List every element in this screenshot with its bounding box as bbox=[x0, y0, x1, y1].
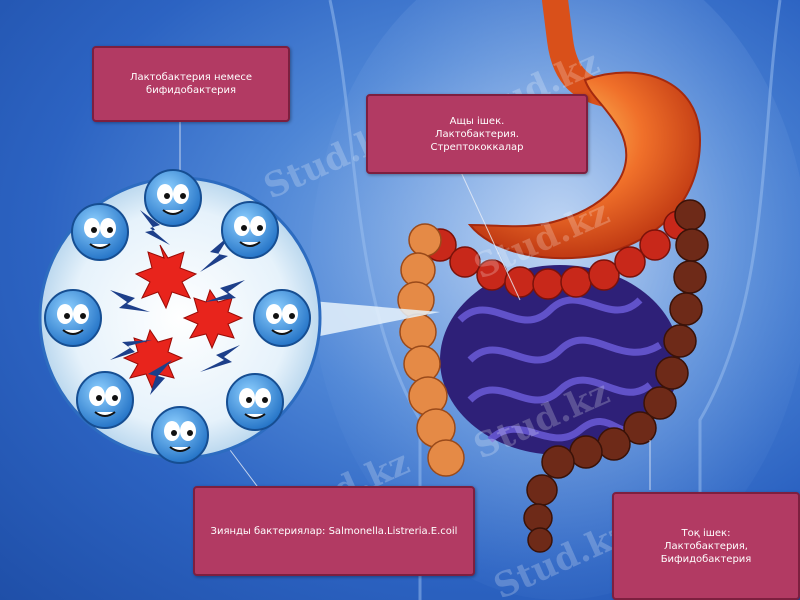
bacterium bbox=[253, 289, 311, 347]
large-intestine-label-line: Лактобактерия, bbox=[664, 540, 748, 552]
large-intestine-label-line: Тоқ ішек: bbox=[681, 527, 731, 539]
lightning-bolts bbox=[110, 210, 245, 395]
descending-colon bbox=[523, 199, 709, 553]
bacterium bbox=[221, 201, 279, 259]
bacterium bbox=[226, 373, 284, 431]
small-intestine-label-line: Ащы ішек. bbox=[449, 115, 505, 127]
stomach bbox=[467, 71, 702, 260]
bacterium bbox=[144, 169, 202, 227]
probiotics-label-line: Лактобактерия немесе bbox=[129, 72, 253, 83]
small-intestine-label-line: Стрептококкалар bbox=[430, 141, 524, 153]
small-intestine-label: Ащы ішек. Лактобактерия. Стрептококкалар bbox=[366, 94, 588, 174]
bacterium bbox=[71, 203, 129, 261]
probiotics-label-line: бифидобактерия bbox=[146, 85, 236, 96]
good-bacteria bbox=[44, 169, 311, 464]
small-intestine bbox=[440, 265, 680, 455]
magnifier-pointer bbox=[300, 300, 440, 340]
large-intestine-label-line: Бифидобактерия bbox=[660, 553, 752, 565]
bacterium bbox=[44, 289, 102, 347]
pointer-lines bbox=[179, 120, 651, 491]
large-intestine-label: Тоқ ішек: Лактобактерия, Бифидобактерия bbox=[612, 492, 800, 600]
harmful-bacteria-label-text: Зиянды бактериялар: Salmonella.Listreria… bbox=[210, 525, 458, 537]
harmful-bacteria bbox=[122, 244, 244, 390]
ascending-colon bbox=[397, 223, 465, 477]
harmful-bacteria-label: Зиянды бактериялар: Salmonella.Listreria… bbox=[193, 486, 475, 576]
bacterium bbox=[76, 371, 134, 429]
torso-outline bbox=[328, 0, 782, 600]
probiotics-label: Лактобактерия немесе бифидобактерия bbox=[92, 46, 290, 122]
small-intestine-label-line: Лактобактерия. bbox=[435, 128, 519, 140]
bacterium bbox=[151, 406, 209, 464]
